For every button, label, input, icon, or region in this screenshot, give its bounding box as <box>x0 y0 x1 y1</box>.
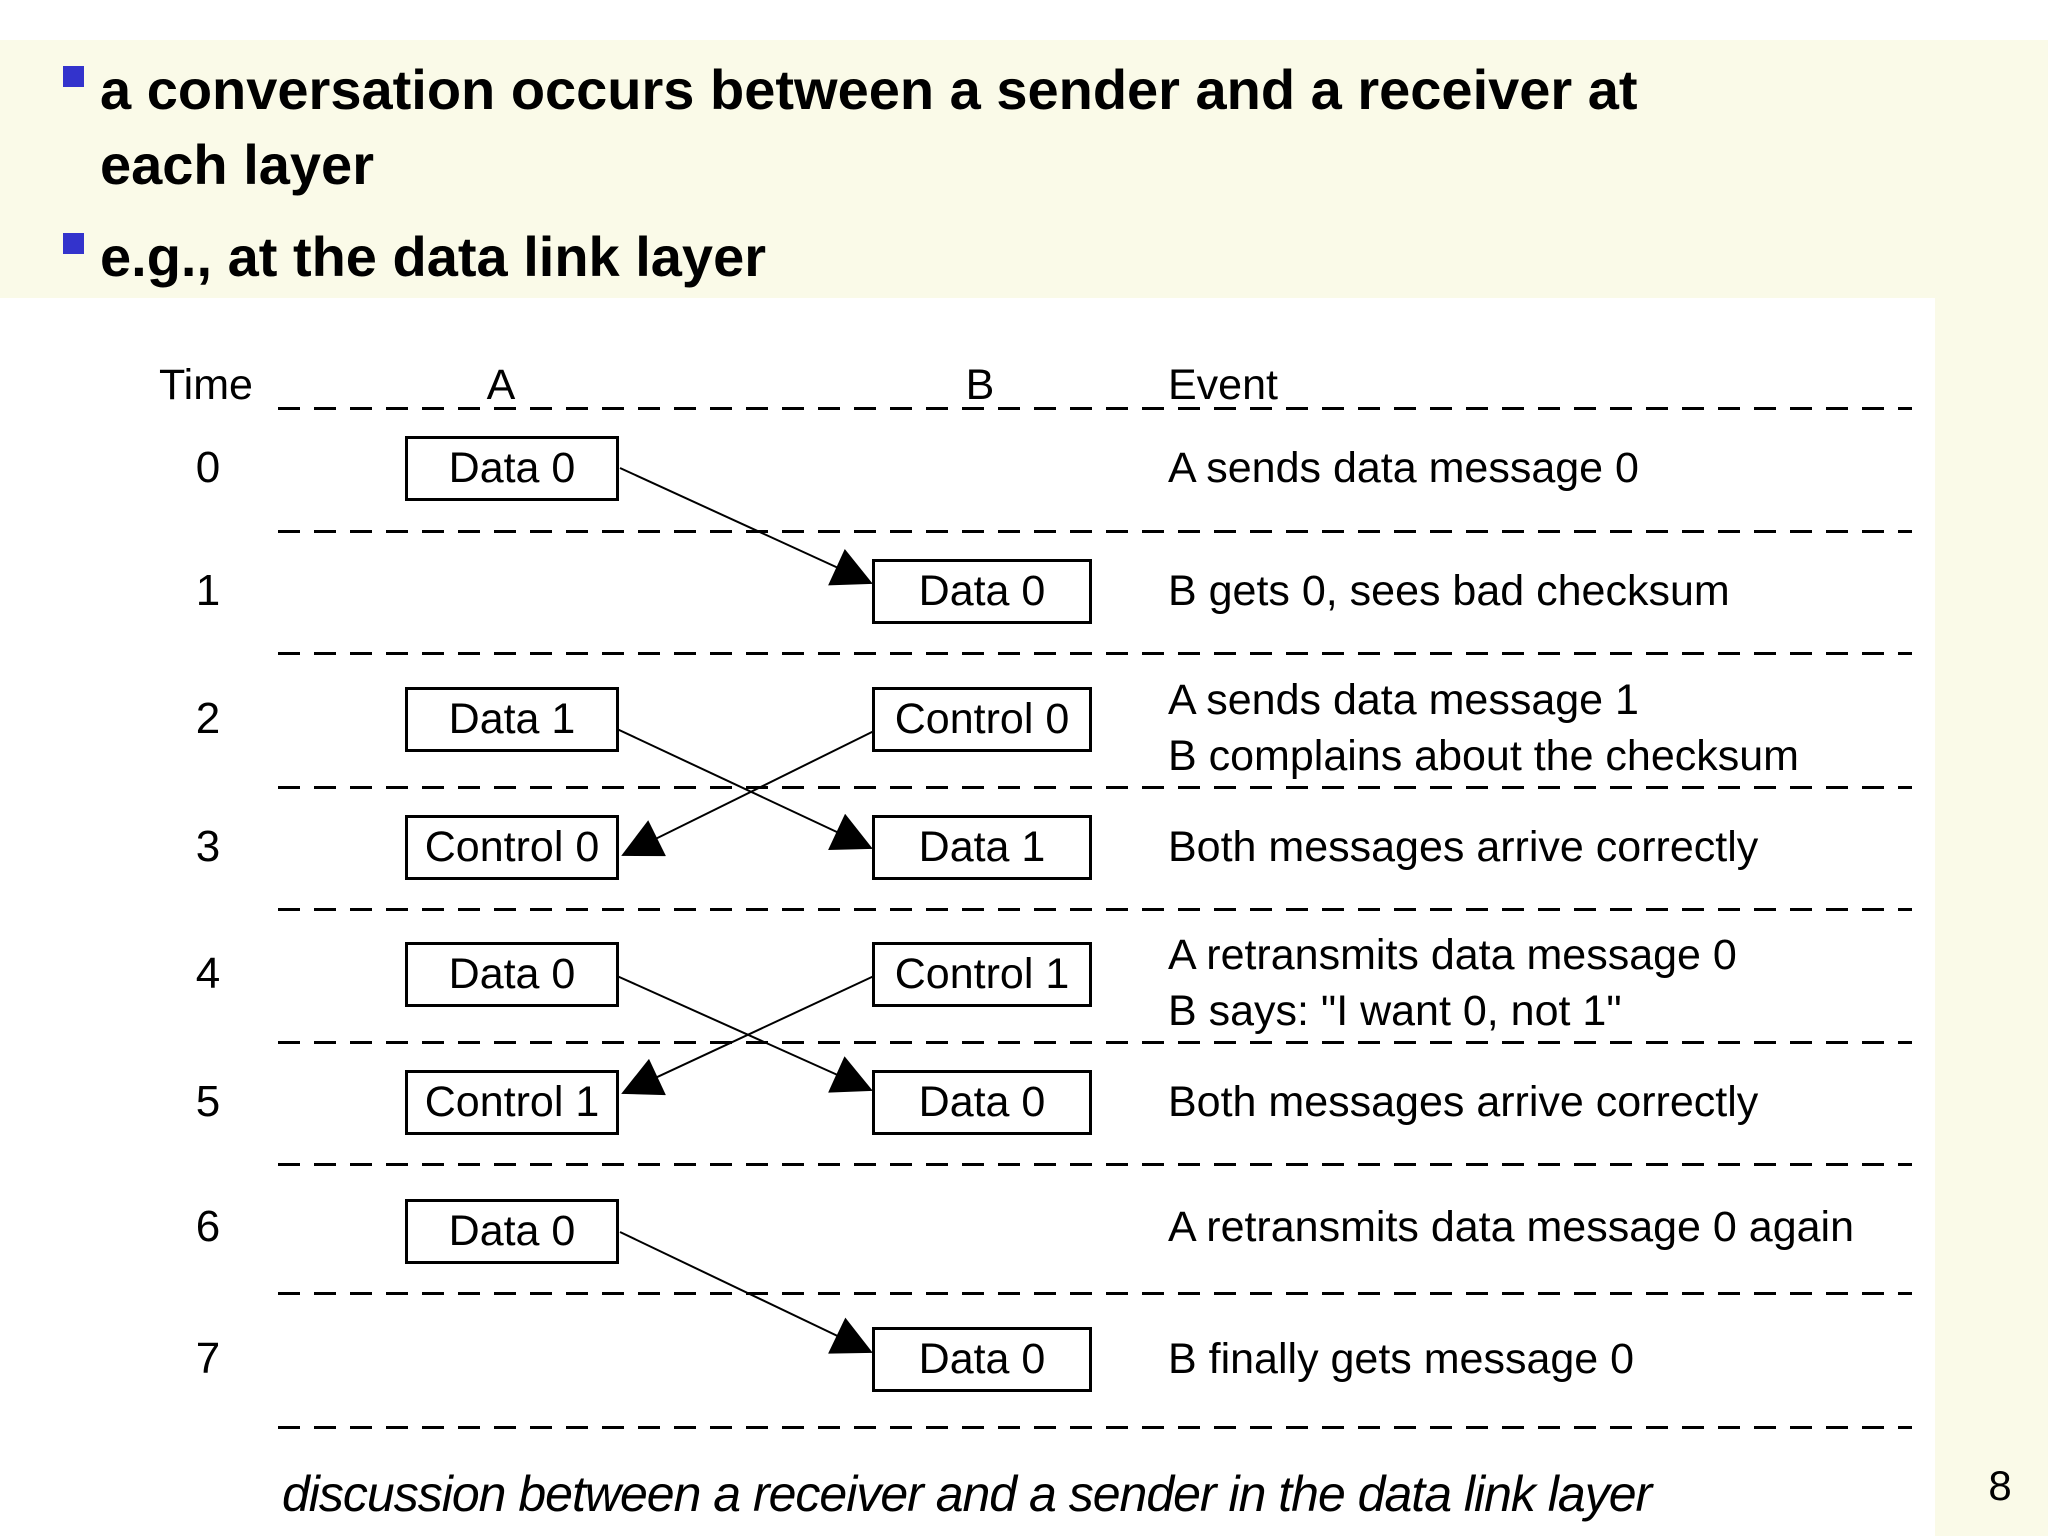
message-box-b-row3: Data 1 <box>872 815 1092 880</box>
column-header-time: Time <box>159 361 253 409</box>
message-box-a-row4: Data 0 <box>405 942 619 1007</box>
event-line: A sends data message 1 <box>1168 676 1639 724</box>
event-text-row1: B gets 0, sees bad checksum <box>1168 563 1948 619</box>
time-label-6: 6 <box>195 1202 221 1251</box>
event-text-row5: Both messages arrive correctly <box>1168 1074 1948 1130</box>
row-divider <box>278 908 1912 911</box>
bullet-square-icon <box>63 233 84 254</box>
row-divider <box>278 652 1912 655</box>
cream-strip-right <box>1935 298 2048 1536</box>
time-label-7: 7 <box>195 1334 221 1383</box>
time-label-2: 2 <box>195 694 221 743</box>
event-line: B finally gets message 0 <box>1168 1335 1635 1383</box>
bullet-item-2: e.g., at the data link layer <box>100 219 766 294</box>
message-box-a-row6: Data 0 <box>405 1199 619 1264</box>
row-divider <box>278 1041 1912 1044</box>
message-box-b-row1: Data 0 <box>872 559 1092 624</box>
bullet-1-line-2: each layer <box>100 133 374 196</box>
time-label-0: 0 <box>195 443 221 492</box>
message-box-b-row2: Control 0 <box>872 687 1092 752</box>
row-divider <box>278 407 1912 410</box>
event-line: B complains about the checksum <box>1168 732 1799 780</box>
time-label-1: 1 <box>195 566 221 615</box>
message-box-b-row7: Data 0 <box>872 1327 1092 1392</box>
event-text-row3: Both messages arrive correctly <box>1168 819 1948 875</box>
event-text-row6: A retransmits data message 0 again <box>1168 1199 1948 1255</box>
slide-caption: discussion between a receiver and a send… <box>282 1466 1652 1522</box>
event-line: B says: "I want 0, not 1" <box>1168 987 1622 1035</box>
event-line: B gets 0, sees bad checksum <box>1168 567 1730 615</box>
bullet-1-line-1: a conversation occurs between a sender a… <box>100 58 1638 121</box>
bullet-item-1: a conversation occurs between a sender a… <box>100 52 1638 202</box>
event-line: A retransmits data message 0 <box>1168 931 1737 979</box>
event-line: A sends data message 0 <box>1168 444 1639 492</box>
event-line: A retransmits data message 0 again <box>1168 1203 1854 1251</box>
time-label-5: 5 <box>195 1077 221 1126</box>
row-divider <box>278 1292 1912 1295</box>
row-divider <box>278 1426 1912 1429</box>
column-header-event: Event <box>1168 361 1278 409</box>
event-text-row4: A retransmits data message 0 B says: "I … <box>1168 927 1948 1039</box>
message-box-b-row5: Data 0 <box>872 1070 1092 1135</box>
message-box-a-row3: Control 0 <box>405 815 619 880</box>
row-divider <box>278 786 1912 789</box>
message-box-a-row2: Data 1 <box>405 687 619 752</box>
time-label-4: 4 <box>195 949 221 998</box>
message-box-a-row5: Control 1 <box>405 1070 619 1135</box>
event-text-row2: A sends data message 1 B complains about… <box>1168 672 1948 784</box>
message-box-b-row4: Control 1 <box>872 942 1092 1007</box>
time-label-3: 3 <box>195 822 221 871</box>
event-text-row0: A sends data message 0 <box>1168 440 1948 496</box>
event-text-row7: B finally gets message 0 <box>1168 1331 1948 1387</box>
row-divider <box>278 1163 1912 1166</box>
bullet-2-line-1: e.g., at the data link layer <box>100 225 767 288</box>
page-number: 8 <box>1988 1462 2012 1509</box>
row-divider <box>278 530 1912 533</box>
event-line: Both messages arrive correctly <box>1168 1078 1759 1126</box>
event-line: Both messages arrive correctly <box>1168 823 1759 871</box>
cream-band-top <box>0 40 2048 298</box>
bullet-square-icon <box>63 66 84 87</box>
message-box-a-row0: Data 0 <box>405 436 619 501</box>
column-header-a: A <box>486 361 516 409</box>
column-header-b: B <box>965 361 995 409</box>
